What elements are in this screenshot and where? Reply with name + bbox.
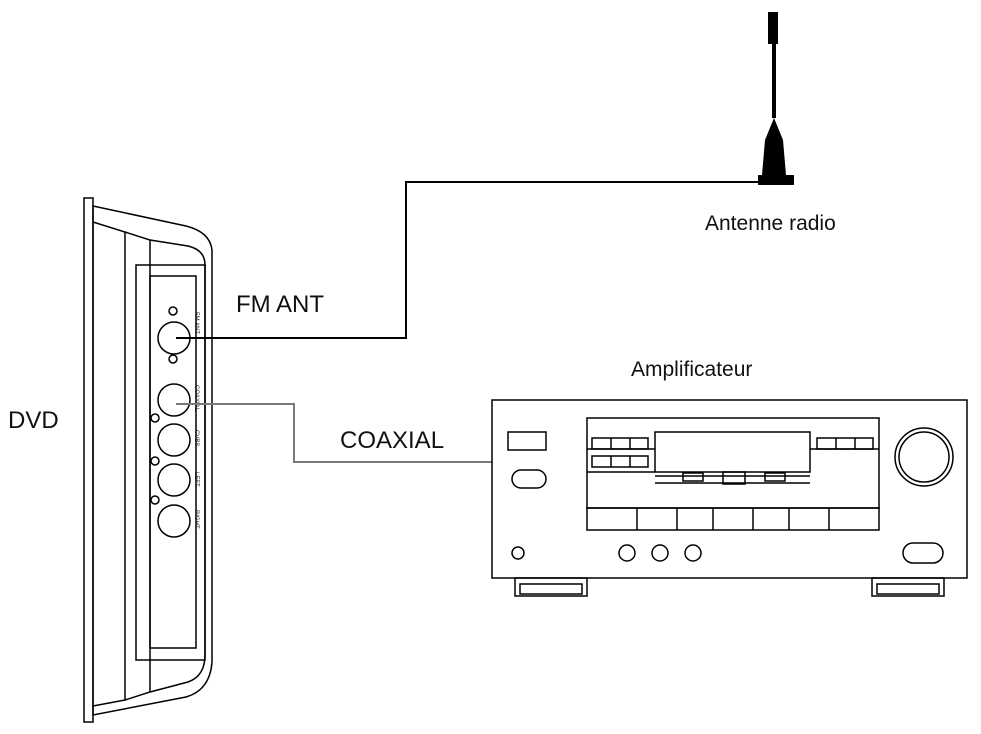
fm-ant-label: FM ANT [236,291,324,318]
dvd-rear-panel-frame [135,264,206,661]
fm-antenna-cable [176,181,770,339]
cvbs-jack [157,423,191,457]
power-button [507,431,547,451]
coaxial-cable [176,403,492,463]
amplifier-body [491,399,968,579]
amplifier-unit [491,399,968,597]
panel-label-left: LEFT [193,472,199,487]
dvd-inner-contour [92,221,126,707]
left-audio-jack [157,463,191,497]
dvd-unit [83,197,213,723]
radio-antenna [758,12,794,185]
dvd-label: DVD [8,407,59,434]
dvd-rear-panel [149,275,197,649]
amplifier-label: Amplificateur [631,358,752,381]
display-window [654,431,811,473]
panel-port-labels: FM ANT COAXIAL CVBS LEFT RIGHT [193,312,199,529]
right-audio-jack [157,504,191,538]
panel-label-cvbs: CVBS [193,430,199,446]
right-oval-button [902,542,944,564]
volume-knob [894,427,954,487]
coaxial-label: COAXIAL [340,427,444,454]
headphone-jack [511,546,525,560]
dvd-housing [92,205,213,716]
left-oval-button [511,469,547,489]
antenna-label: Antenne radio [705,212,836,235]
coaxial-jack [157,383,191,417]
panel-label-coaxial: COAXIAL [193,385,199,412]
dvd-bezel [83,197,94,723]
dvd-inner-contour-2 [124,231,151,701]
panel-label-right: RIGHT [193,510,199,529]
panel-label-fm: FM ANT [193,312,199,334]
